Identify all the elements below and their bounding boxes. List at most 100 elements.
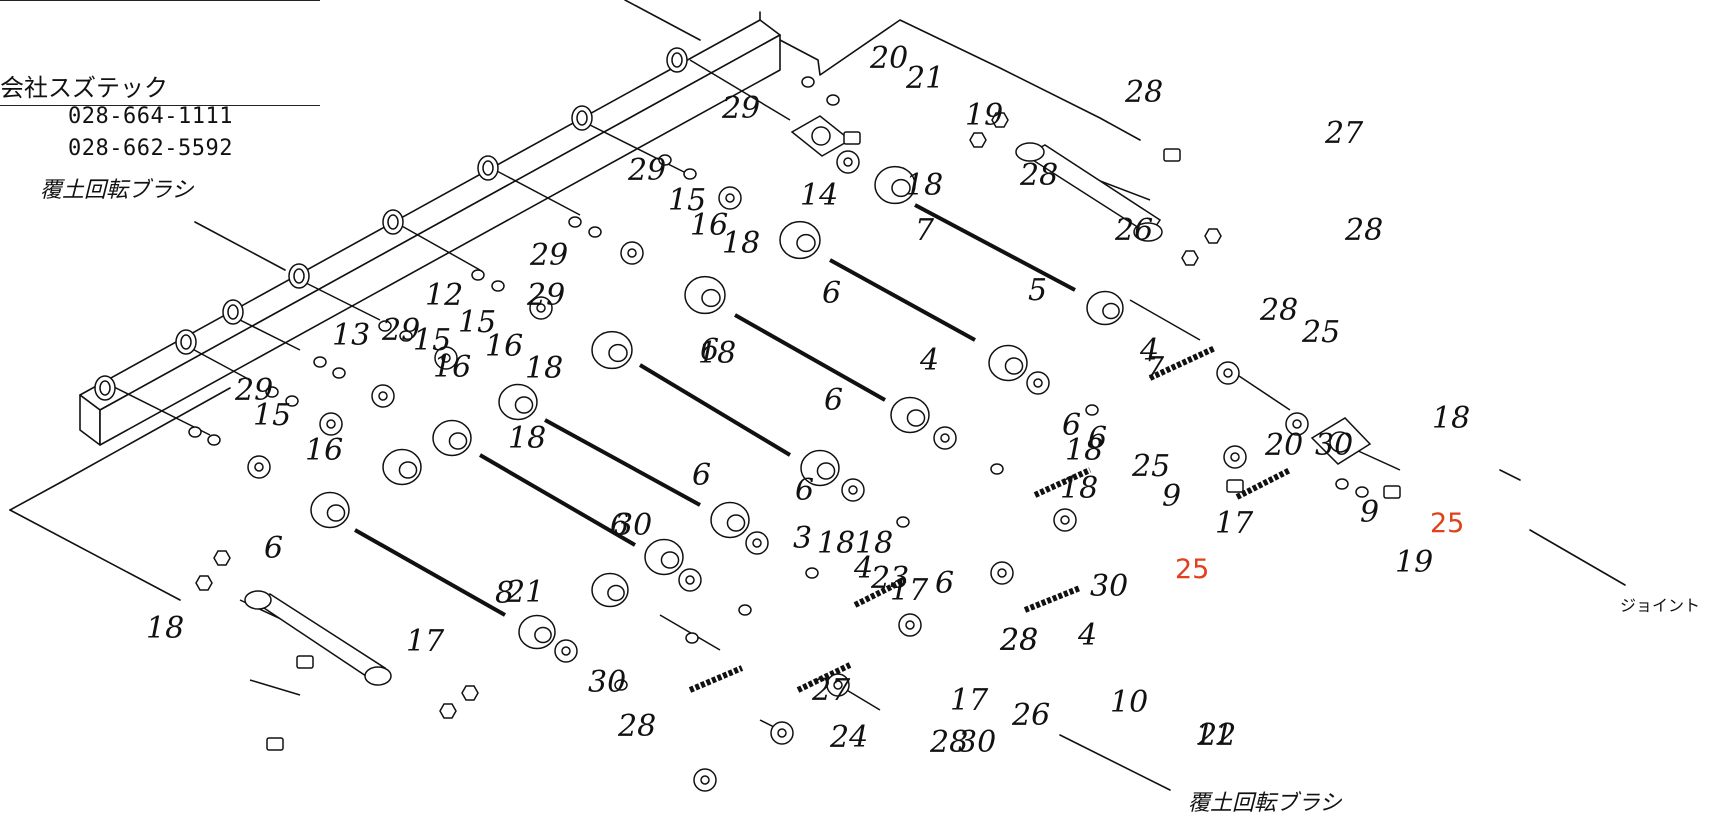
shaft-rod (478, 453, 637, 547)
part-number-callout: 11 (1195, 718, 1233, 753)
part-number-callout: 25 (1175, 554, 1209, 585)
frame-bearing-bore (227, 304, 239, 320)
washer (568, 216, 582, 228)
washer (826, 94, 840, 106)
washer (313, 356, 327, 368)
part-number-callout: 28 (1344, 213, 1383, 248)
part-number-callout: 29 (526, 278, 565, 313)
part-number-callout: 27 (1324, 116, 1364, 151)
gear-hub (608, 343, 628, 363)
frame-bearing-bore (576, 110, 588, 126)
part-number-callout: 15 (413, 323, 451, 358)
bushing-bore (752, 538, 762, 548)
part-number-callout: 4 (919, 343, 939, 378)
hex-nut (195, 575, 213, 591)
hex-nut (213, 550, 231, 566)
sprocket-hub (1223, 368, 1233, 378)
part-number-callout: 18 (905, 168, 943, 203)
header-rule (0, 0, 320, 1)
part-number-callout: 25 (1430, 508, 1464, 539)
washer (188, 426, 202, 438)
part-number-callout: 28 (999, 623, 1038, 658)
bushing-bore (254, 462, 264, 472)
part-number-callout: 13 (332, 318, 370, 353)
part-number-callout: 15 (668, 183, 706, 218)
hex-nut (969, 132, 987, 148)
part-number-callout: 28 (1124, 75, 1163, 110)
washer (1355, 486, 1369, 498)
bushing-bore (536, 303, 546, 313)
part-number-callout: 30 (614, 508, 652, 543)
part-number-callout: 18 (146, 611, 184, 646)
part-number-callout: 6 (692, 458, 711, 493)
part-number-callout: 7 (915, 213, 935, 248)
part-number-callout: 29 (234, 373, 273, 408)
part-number-callout: 18 (1060, 471, 1098, 506)
bolt (296, 655, 314, 669)
bolt (843, 131, 861, 145)
leader-line (399, 224, 481, 271)
part-number-callout: 28 (999, 623, 1038, 658)
frame-bearing-bore (482, 160, 494, 176)
part-number-callout: 9 (1360, 495, 1379, 530)
part-number-callout: 18 (855, 526, 893, 561)
part-number-callout: 18 (817, 526, 855, 561)
leader-line (589, 124, 691, 176)
part-number-callout: 28 (617, 709, 656, 744)
washer (683, 168, 697, 180)
phone-number-2: 028-662-5592 (68, 136, 233, 161)
joint-flange (1133, 222, 1163, 242)
washer (738, 604, 752, 616)
part-number-callout: 21 (905, 61, 944, 96)
part-number-callout: 26 (1011, 698, 1050, 733)
part-number-callout: 6 (1062, 408, 1081, 443)
part-number-callout: 17 (1215, 506, 1254, 541)
part-number-callout: 18 (1432, 401, 1470, 436)
bushing-bore (627, 248, 637, 258)
gear-hub (1004, 357, 1024, 375)
washer (614, 679, 628, 691)
part-number-callout: 17 (950, 683, 989, 718)
leader-line (494, 169, 581, 216)
part-number-callout: 6 (795, 473, 814, 508)
hex-nut (1181, 250, 1199, 266)
part-number-callout: 4 (1139, 333, 1159, 368)
part-number-callout: 30 (588, 665, 626, 700)
part-number-callout: 16 (433, 350, 471, 385)
washer (896, 516, 910, 528)
gear-hub (534, 626, 552, 644)
part-number-callout: 3 (793, 521, 812, 556)
shaft-rod (829, 258, 976, 342)
hex-nut (991, 112, 1009, 128)
shaft-rod (638, 363, 792, 457)
sprocket-hub (997, 568, 1007, 578)
gear-hub (906, 409, 926, 427)
part-number-callout: 16 (690, 208, 728, 243)
bolt (266, 737, 284, 751)
gear-hub (607, 584, 625, 602)
joint-label: ジョイント (1620, 596, 1701, 615)
washer (588, 226, 602, 238)
frame-bearing-bore (671, 52, 683, 68)
leader-line (299, 279, 381, 321)
bearing-plate-hole (1329, 431, 1351, 453)
gear-hub (816, 462, 836, 480)
part-number-callout: 26 (1114, 213, 1153, 248)
frame-bearing-bore (99, 380, 111, 396)
part-number-callout: 9 (1162, 479, 1181, 514)
bushing-bore (1033, 378, 1043, 388)
part-number-callout: 30 (1090, 569, 1128, 604)
part-number-callout: 24 (829, 720, 868, 755)
leader-line (229, 314, 301, 351)
washer (658, 154, 672, 166)
washer (265, 386, 279, 398)
frame-bearing-bore (387, 214, 399, 230)
part-number-callout: 15 (253, 398, 291, 433)
washer (801, 76, 815, 88)
part-number-callout: 18 (1065, 433, 1103, 468)
bushing-bore (685, 575, 695, 585)
sprocket-hub (1060, 515, 1070, 525)
gear-hub (796, 233, 816, 253)
part-number-callout: 30 (958, 725, 996, 760)
